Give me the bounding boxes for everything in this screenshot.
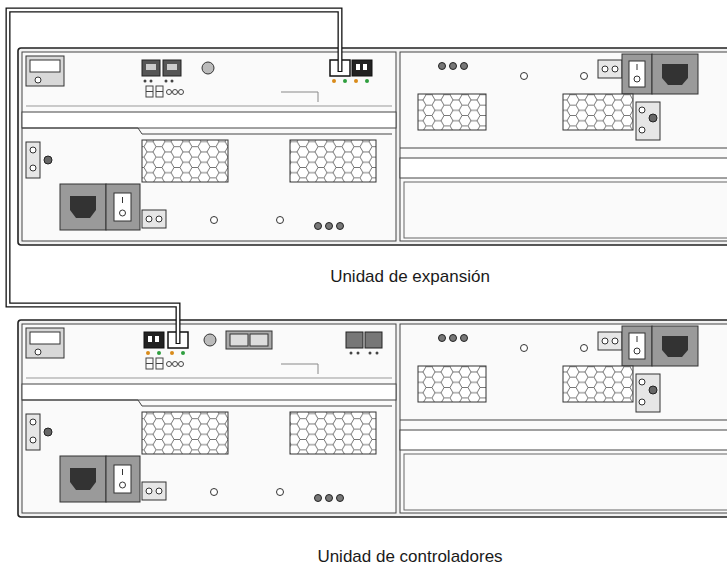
cable-outline <box>8 10 340 320</box>
cable-core <box>8 10 340 320</box>
unit-label: Unidad de expansión <box>330 267 490 287</box>
controller-unit: Unidad de controladores <box>18 320 727 517</box>
expansion-unit: Unidad de expansión <box>18 48 727 245</box>
cable-connector <box>8 10 340 320</box>
unit-label: Unidad de controladores <box>317 547 502 567</box>
